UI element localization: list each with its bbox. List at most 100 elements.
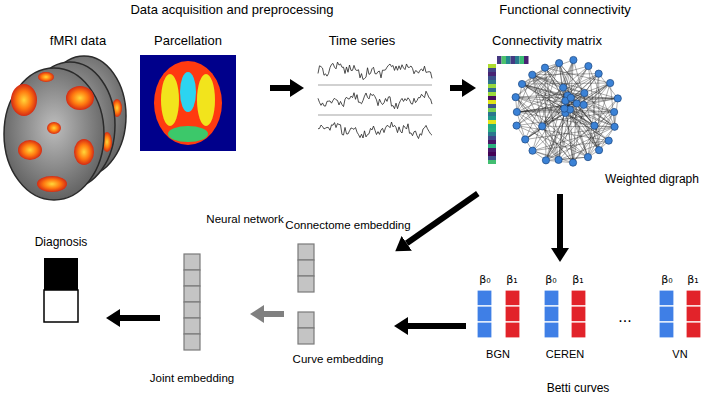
- betti-cell: [659, 306, 674, 322]
- embedding-cell: [184, 318, 200, 334]
- graph-vertex: [513, 122, 520, 129]
- matrix-cell: [488, 80, 496, 84]
- graph-edge: [542, 113, 565, 126]
- betti-number: β₁: [506, 274, 517, 287]
- ellipsis-mark: ...: [618, 308, 631, 326]
- matrix-cell: [488, 88, 496, 92]
- betti-cell: [686, 306, 701, 322]
- betti-number: β₁: [572, 274, 583, 287]
- graph-vertex: [595, 70, 602, 77]
- graph-edge: [517, 109, 564, 112]
- graph-edge: [517, 126, 533, 151]
- parcellation-background: [140, 55, 236, 151]
- matrix-cell: [520, 56, 525, 64]
- series-separator: [318, 85, 432, 86]
- matrix-cell: [488, 92, 496, 96]
- matrix-cell: [524, 56, 529, 64]
- graph-edge: [571, 66, 589, 98]
- matrix-cell: [488, 124, 496, 128]
- embedding-cell: [184, 270, 200, 286]
- graph-vertex: [555, 156, 562, 163]
- embedding-cell: [298, 244, 314, 260]
- matrix-cell: [488, 120, 496, 124]
- matrix-cell: [511, 56, 516, 64]
- graph-edge: [542, 93, 584, 126]
- activation-blob: [37, 176, 67, 192]
- parcellation-panel: Parcellation: [136, 30, 240, 155]
- parcel-region: [197, 74, 215, 126]
- time-series-line: [318, 91, 432, 108]
- graph-edge: [542, 74, 598, 127]
- betti-curve-set: β₀β₁VN: [652, 274, 706, 364]
- graph-edge: [532, 74, 598, 75]
- graph-edge: [545, 68, 570, 110]
- embedding-cell: [184, 286, 200, 302]
- betti-cell: [544, 306, 559, 322]
- graph-edge: [598, 74, 599, 150]
- embedding-cell: [184, 334, 200, 350]
- matrix-cell: [488, 152, 496, 156]
- graph-edge: [522, 84, 571, 98]
- matrix-cell: [488, 160, 496, 164]
- matrix-cell: [488, 76, 496, 80]
- graph-edge: [525, 103, 577, 139]
- matrix-cell: [488, 136, 496, 140]
- graph-edge: [533, 151, 573, 163]
- activation-blob: [11, 84, 37, 116]
- graph-vertex: [611, 123, 618, 130]
- vector-caption: Curve embedding: [293, 353, 384, 366]
- betti-cell: [571, 306, 586, 322]
- parcel-region: [168, 126, 208, 142]
- matrix-cell: [502, 56, 507, 64]
- betti-cell: [505, 290, 520, 306]
- matrix-cell: [488, 148, 496, 152]
- time-series-panel: Time series: [312, 30, 436, 150]
- graph-vertex: [541, 64, 548, 71]
- network-label: BGN: [486, 348, 510, 361]
- graph-vertex: [605, 137, 612, 144]
- graph-edge: [532, 75, 567, 96]
- cell-group: [184, 244, 701, 350]
- time-series-group: [318, 62, 432, 138]
- network-label: CEREN: [546, 348, 585, 361]
- graph-vertex: [595, 147, 602, 154]
- activation-blob: [18, 140, 42, 160]
- graph-edge: [564, 83, 610, 109]
- graph-vertex: [560, 84, 567, 91]
- output-caption: Diagnosis: [35, 236, 88, 250]
- matrix-cell: [506, 56, 511, 64]
- graph-edge: [573, 105, 584, 163]
- flow-arrow: [408, 323, 466, 329]
- matrix-cell: [488, 128, 496, 132]
- matrix-cell: [488, 156, 496, 160]
- graph-vertex: [567, 94, 574, 101]
- matrix-cell: [488, 104, 496, 108]
- betti-cell: [505, 322, 520, 338]
- joint-embedding-vector: Joint embedding: [168, 248, 220, 394]
- graph-edge: [542, 60, 573, 126]
- graph-edge: [532, 75, 542, 127]
- panel-caption: Connectivity matrix: [492, 34, 602, 49]
- activation-blob: [38, 72, 54, 82]
- matrix-cell: [515, 56, 520, 64]
- flow-arrow: [407, 194, 478, 244]
- graph-vertex: [573, 100, 580, 107]
- panel-caption: Parcellation: [154, 34, 222, 49]
- matrix-cell: [488, 144, 496, 148]
- betti-cell: [659, 290, 674, 306]
- flow-arrow: [120, 315, 160, 321]
- graph-edge: [599, 127, 615, 150]
- betti-cell: [477, 306, 492, 322]
- betti-cell: [544, 322, 559, 338]
- graph-vertex: [585, 62, 592, 69]
- panel-caption: fMRI data: [50, 34, 106, 49]
- graph-vertex: [561, 105, 568, 112]
- betti-number: β₀: [545, 274, 556, 287]
- connectivity-panel: Connectivity matrixWeighted digraph: [486, 30, 704, 190]
- graph-edge: [571, 98, 595, 126]
- graph-edge: [559, 110, 570, 160]
- activation-blob: [47, 122, 61, 134]
- flow-arrow: [264, 311, 284, 317]
- graph-vertex: [580, 101, 587, 108]
- graph-vertex: [542, 157, 549, 164]
